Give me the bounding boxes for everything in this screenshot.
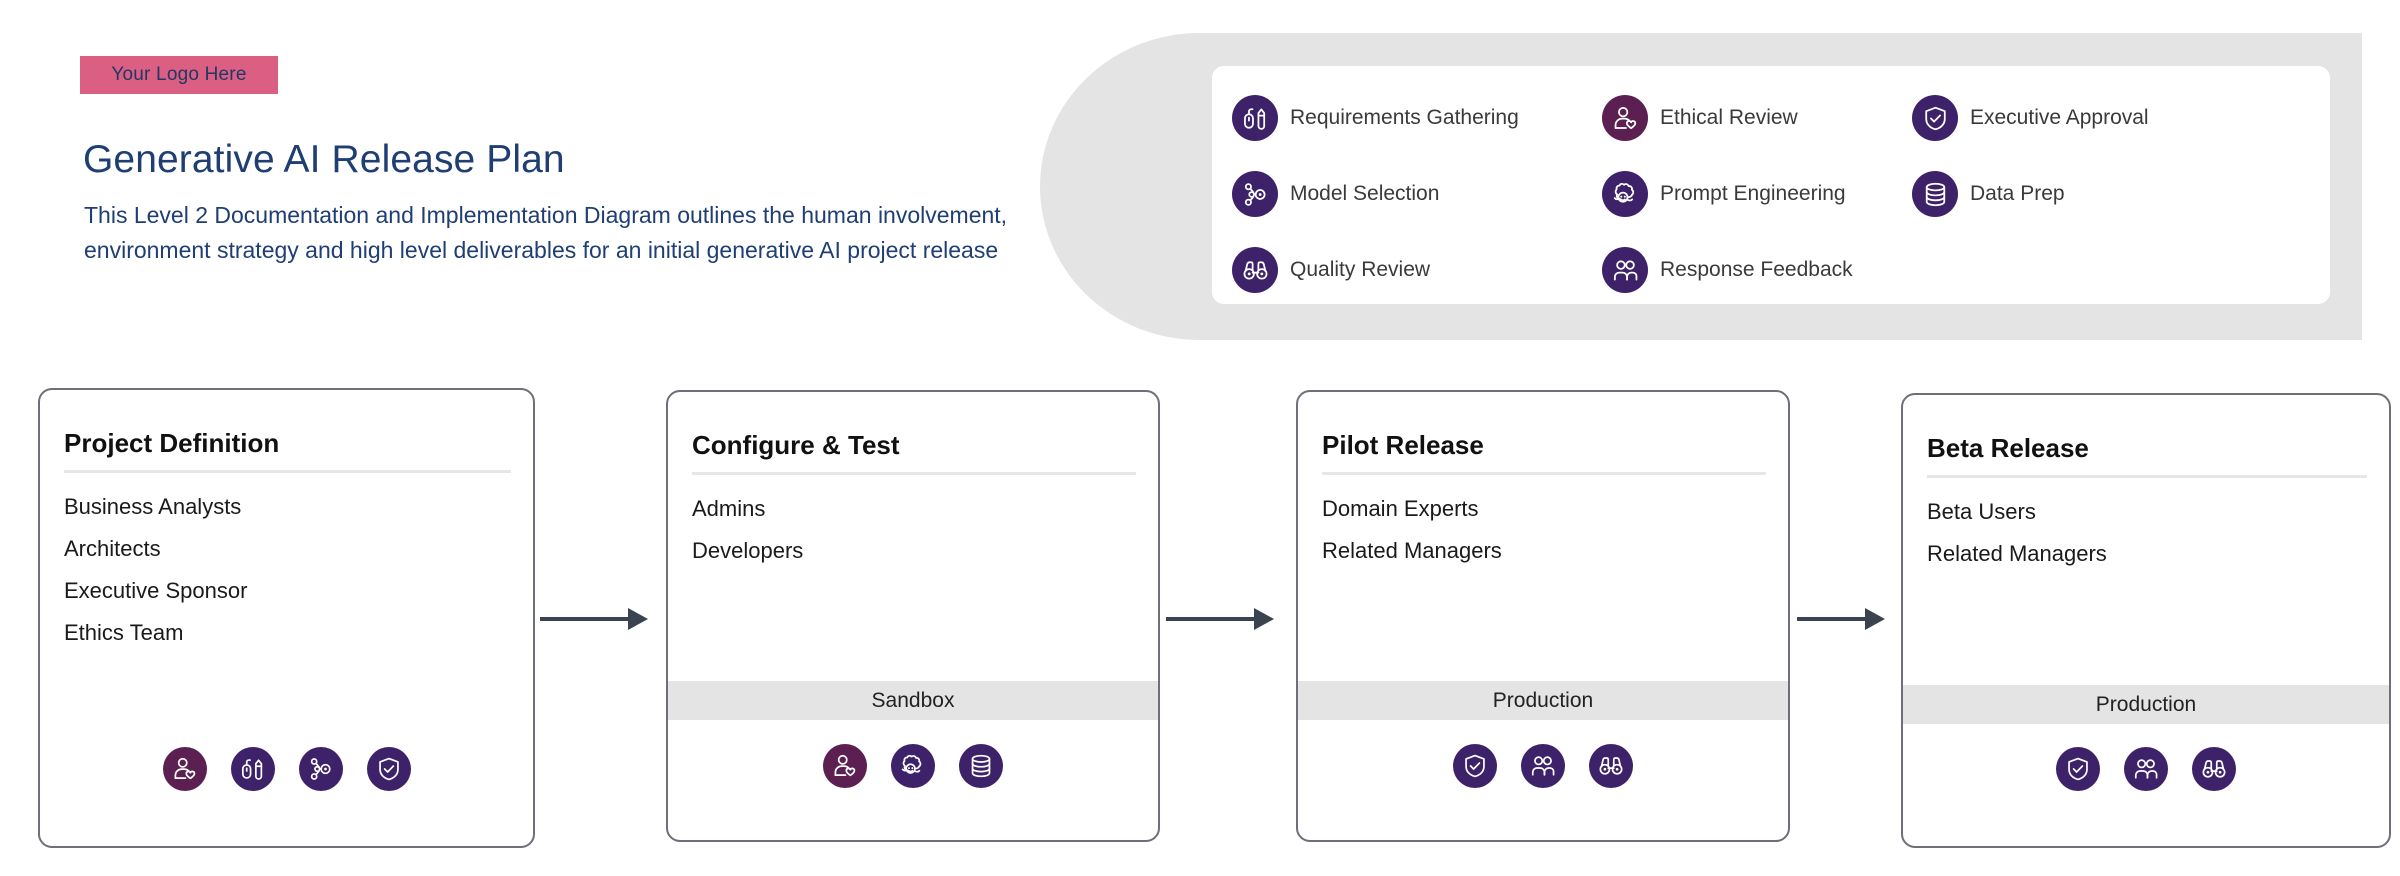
- legend-item-label: Ethical Review: [1660, 106, 1798, 129]
- mouse-pencil-icon: [230, 747, 275, 791]
- environment-label: Production: [2095, 692, 2197, 716]
- legend-item: Model Selection: [1232, 171, 1602, 217]
- stage-person-row: Ethics Team: [64, 620, 184, 645]
- legend-grid: Requirements Gathering Model Selection Q…: [1232, 80, 2312, 293]
- stage-person-row: Executive Sponsor: [64, 578, 248, 603]
- stage-person-row: Domain Experts: [1322, 496, 1479, 521]
- brain-head-icon: [891, 744, 935, 788]
- flow-arrow-shaft: [1166, 617, 1256, 621]
- flow-arrow: [540, 608, 648, 630]
- flow-arrow: [1797, 608, 1885, 630]
- shield-check-icon: [2056, 747, 2100, 791]
- shield-check-icon: [1453, 744, 1497, 788]
- legend-item-label: Model Selection: [1290, 182, 1440, 205]
- stage-icon-row: [1298, 744, 1788, 788]
- legend-item-label: Requirements Gathering: [1290, 106, 1519, 129]
- person-heart-icon: [1602, 95, 1648, 141]
- environment-band: Sandbox: [668, 681, 1158, 720]
- stage-person-row: Related Managers: [1322, 538, 1502, 563]
- legend-item: Quality Review: [1232, 247, 1602, 293]
- stage-person-row: Related Managers: [1927, 541, 2107, 566]
- brain-head-icon: [1602, 171, 1648, 217]
- shield-check-icon: [366, 747, 411, 791]
- stage-person-row: Beta Users: [1927, 499, 2036, 524]
- legend-item: Requirements Gathering: [1232, 95, 1602, 141]
- environment-band: Production: [1298, 681, 1788, 720]
- stage-card-divider: [692, 472, 1136, 475]
- page-title: Generative AI Release Plan: [83, 138, 565, 181]
- stage-card-divider: [64, 470, 511, 473]
- logo-label: Your Logo Here: [111, 64, 247, 85]
- shield-check-icon: [1912, 95, 1958, 141]
- stage-person-row: Business Analysts: [64, 494, 242, 519]
- environment-label: Sandbox: [871, 688, 955, 712]
- stage-card-divider: [1322, 472, 1766, 475]
- legend-item: Executive Approval: [1912, 95, 2312, 141]
- flow-arrow-head: [1254, 608, 1274, 630]
- stage-card-title: Beta Release: [1927, 433, 2089, 463]
- two-people-icon: [2124, 747, 2168, 791]
- legend-item: Response Feedback: [1602, 247, 1912, 293]
- flow-arrow-shaft: [1797, 617, 1867, 621]
- flow-arrow: [1166, 608, 1274, 630]
- legend-item: Prompt Engineering: [1602, 171, 1912, 217]
- stage-icon-row: [1903, 747, 2389, 791]
- stage-person-row: Developers: [692, 538, 804, 563]
- legend-item: Ethical Review: [1602, 95, 1912, 141]
- mouse-pencil-icon: [1232, 95, 1278, 141]
- legend-item-label: Prompt Engineering: [1660, 182, 1846, 205]
- stage-card-title: Pilot Release: [1322, 430, 1484, 460]
- logo-placeholder: Your Logo Here: [80, 56, 278, 94]
- person-heart-icon: [162, 747, 207, 791]
- stage-icon-row: [40, 747, 533, 791]
- model-nodes-icon: [298, 747, 343, 791]
- binoculars-icon: [1589, 744, 1633, 788]
- page-description: This Level 2 Documentation and Implement…: [84, 202, 1008, 263]
- binoculars-icon: [2192, 747, 2236, 791]
- two-people-icon: [1521, 744, 1565, 788]
- database-icon: [959, 744, 1003, 788]
- two-people-icon: [1602, 247, 1648, 293]
- legend-item-label: Quality Review: [1290, 258, 1431, 281]
- flow-arrow-head: [1865, 608, 1885, 630]
- model-nodes-icon: [1232, 171, 1278, 217]
- stage-person-row: Architects: [64, 536, 161, 561]
- stage-card-divider: [1927, 475, 2367, 478]
- stage-person-row: Admins: [692, 496, 766, 521]
- legend-item-label: Data Prep: [1970, 182, 2065, 205]
- environment-band: Production: [1903, 685, 2389, 724]
- stage-card-title: Configure & Test: [692, 430, 900, 460]
- stage-icon-row: [668, 744, 1158, 788]
- legend-card: Requirements Gathering Model Selection Q…: [1212, 66, 2330, 304]
- stage-card-title: Project Definition: [64, 428, 280, 458]
- person-heart-icon: [823, 744, 867, 788]
- flow-arrow-shaft: [540, 617, 630, 621]
- legend-item-label: Response Feedback: [1660, 258, 1853, 281]
- legend-item-label: Executive Approval: [1970, 106, 2149, 129]
- binoculars-icon: [1232, 247, 1278, 293]
- legend-item: Data Prep: [1912, 171, 2312, 217]
- environment-label: Production: [1492, 688, 1594, 712]
- database-icon: [1912, 171, 1958, 217]
- flow-arrow-head: [628, 608, 648, 630]
